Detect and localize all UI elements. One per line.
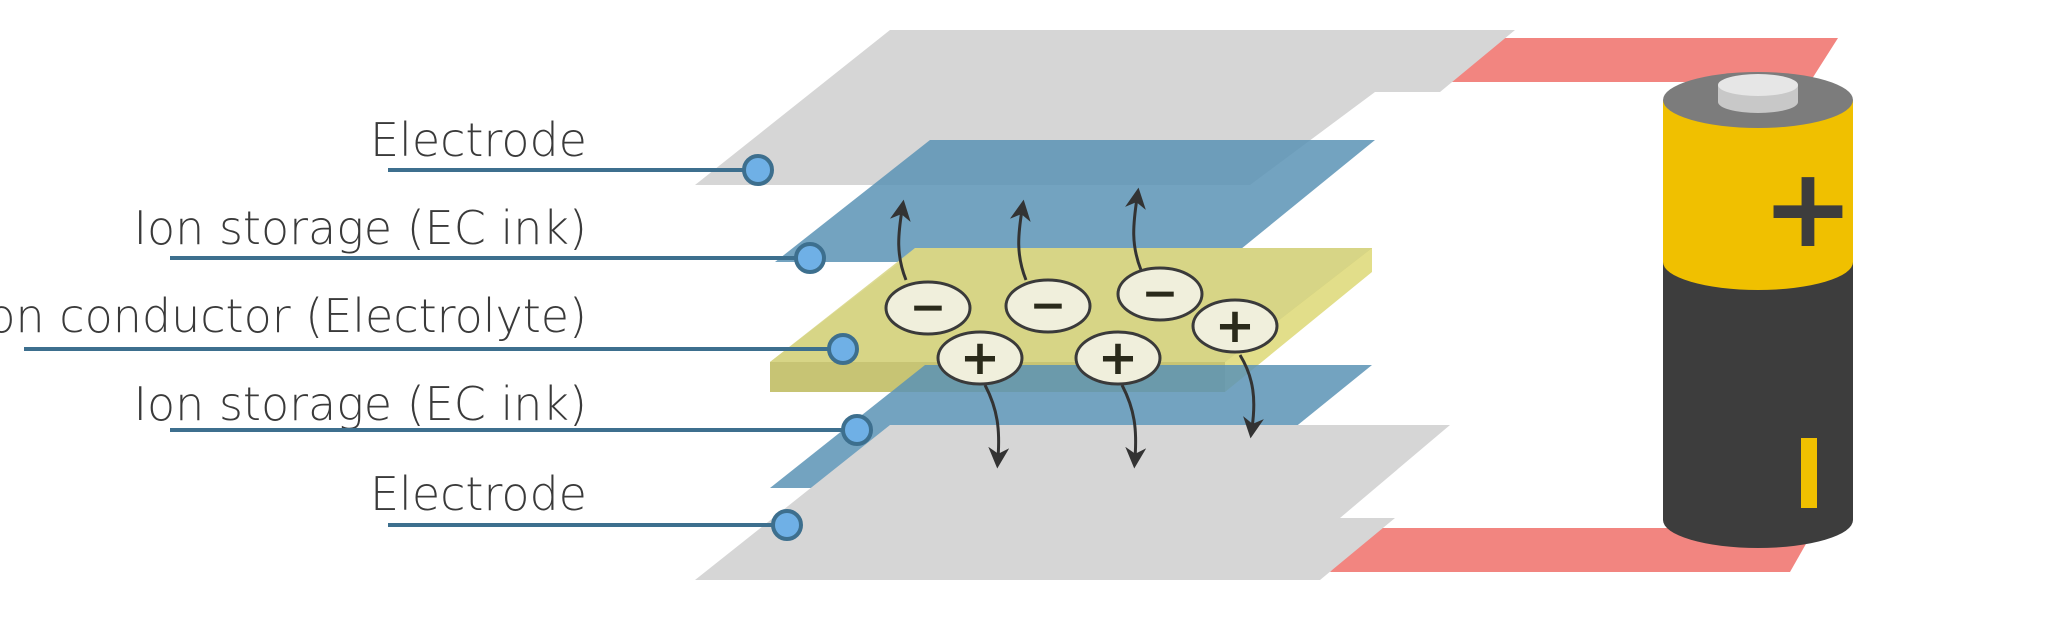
arrow-down-3 [1238, 354, 1264, 439]
label-top-ion-storage: Ion storage (EC ink) [133, 201, 587, 255]
negative-ion-1-symbol: − [910, 282, 947, 333]
battery-positive-label: + [1762, 144, 1854, 272]
bottom-electrode-layer [695, 425, 1450, 580]
arrow-down-2 [1120, 384, 1147, 469]
label-top-electrode: Electrode [370, 113, 587, 167]
top-electrode-layer [695, 30, 1515, 185]
upper-ion-storage-layer [775, 140, 1375, 262]
positive-ion-2 [1074, 330, 1162, 386]
dot-bottom-ion-storage [841, 414, 873, 446]
label-ion-conductor: Ion conductor (Electrolyte) [0, 289, 587, 343]
dot-top-electrode [742, 154, 774, 186]
label-group: Electrode Ion storage (EC ink) Ion condu… [0, 113, 873, 541]
negative-ion-3 [1116, 266, 1204, 322]
dot-ion-conductor [827, 333, 859, 365]
ion-movement-arrows [889, 187, 1264, 469]
label-bottom-electrode: Electrode [370, 467, 587, 521]
battery-terminal [1718, 74, 1798, 96]
positive-ion-1 [936, 330, 1024, 386]
battery-negative-label [1801, 438, 1817, 508]
arrow-up-2 [1009, 199, 1031, 281]
negative-ion-1 [884, 280, 972, 336]
negative-ion-3-symbol: − [1142, 268, 1179, 319]
battery-body [1663, 255, 1853, 548]
battery: + [1663, 72, 1854, 548]
positive-ion-1-symbol: + [960, 330, 1000, 386]
arrow-up-3 [1125, 187, 1146, 271]
battery-positive-band [1663, 100, 1853, 290]
positive-ion-3 [1191, 298, 1279, 354]
negative-ion-2 [1004, 278, 1092, 334]
dot-top-ion-storage [794, 242, 826, 274]
positive-ion-3-symbol: + [1215, 298, 1255, 354]
arrow-down-1 [983, 384, 1010, 469]
dot-bottom-electrode [771, 509, 803, 541]
arrow-up-1 [889, 199, 911, 281]
label-bottom-ion-storage: Ion storage (EC ink) [133, 377, 587, 431]
top-wire [1440, 38, 1838, 82]
ions [884, 266, 1279, 386]
positive-ion-2-symbol: + [1098, 330, 1138, 386]
negative-ion-2-symbol: − [1030, 280, 1067, 331]
